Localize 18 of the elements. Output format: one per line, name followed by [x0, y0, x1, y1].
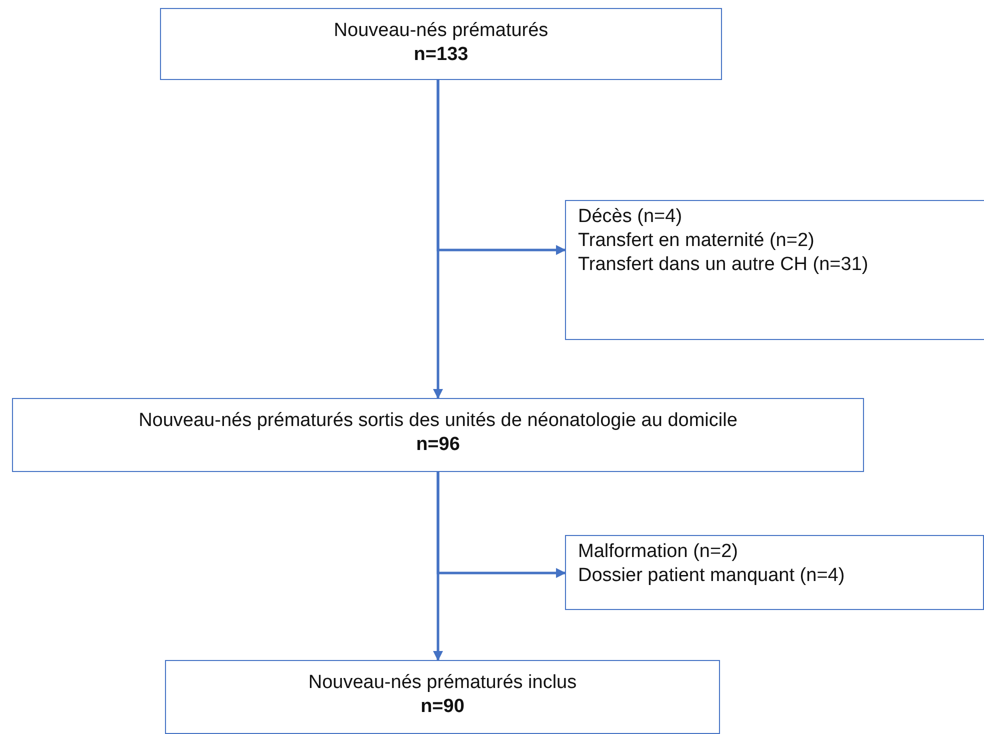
- process-box: [565, 535, 984, 610]
- exclusion-item: Transfert dans un autre CH (n=31): [578, 253, 870, 277]
- box-title: Nouveau-nés prématurés: [332, 19, 550, 43]
- box-title: Nouveau-nés prématurés inclus: [307, 671, 578, 695]
- count-label: n=133: [412, 43, 470, 67]
- exclusion-item: Dossier patient manquant (n=4): [578, 564, 846, 588]
- count-label: n=90: [420, 695, 466, 719]
- exclusion-item: Malformation (n=2): [578, 540, 739, 564]
- process-box: [12, 398, 864, 472]
- process-box: [160, 8, 722, 80]
- box-title: Nouveau-nés prématurés sortis des unités de néonatologie au domicile: [138, 409, 738, 433]
- arrow: [436, 80, 566, 255]
- process-box: [565, 200, 984, 340]
- exclusion-item: Décès (n=4): [578, 205, 684, 229]
- exclusion-item: Transfert en maternité (n=2): [578, 229, 816, 253]
- arrow: [436, 472, 566, 578]
- count-label: n=96: [415, 433, 461, 457]
- process-box: [165, 660, 720, 734]
